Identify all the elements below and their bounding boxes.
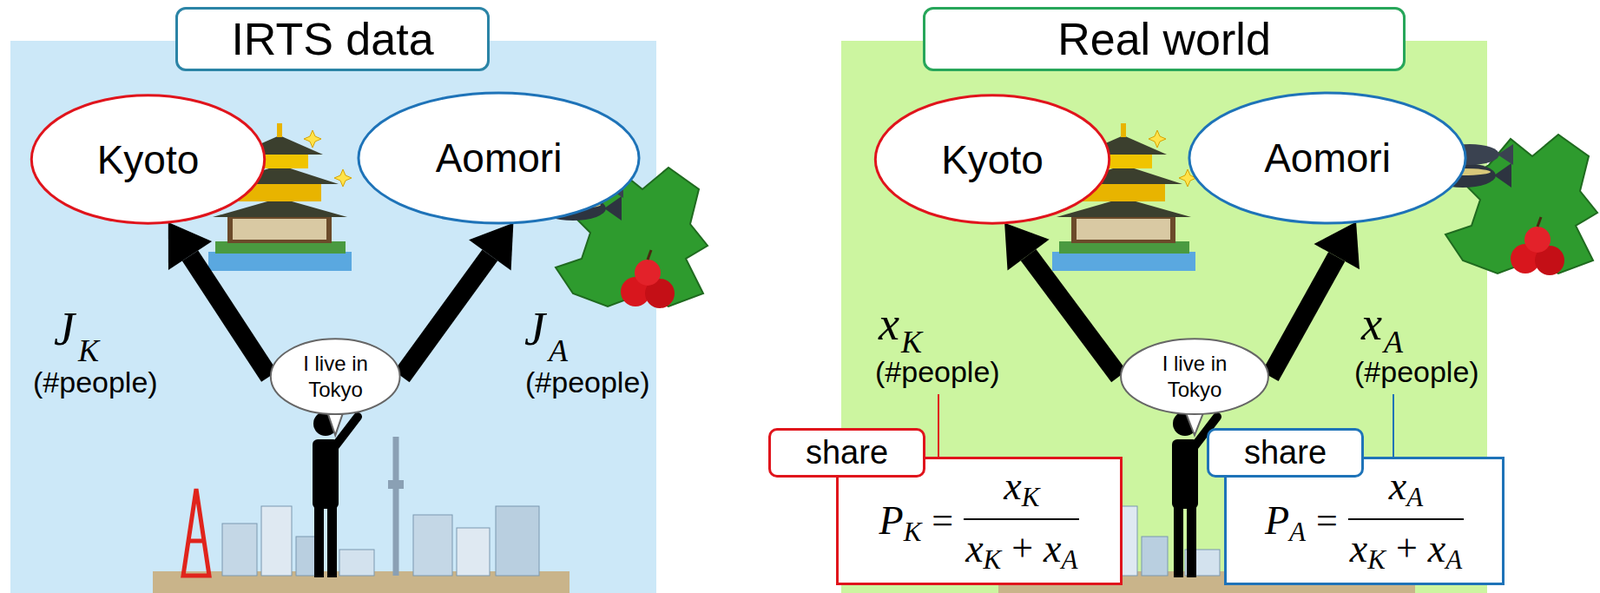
- fraction-bar: [1348, 518, 1464, 521]
- ellipse-shape: [270, 338, 401, 415]
- numerator: xA: [1387, 462, 1425, 517]
- flow-arrow: [1004, 223, 1120, 377]
- speech-bubble: I live in Tokyo: [1119, 336, 1271, 416]
- variable: x: [965, 528, 983, 569]
- variable: P: [879, 500, 904, 541]
- speech-text: I live in Tokyo: [289, 350, 381, 403]
- arrow-shaft: [1028, 255, 1120, 377]
- ellipse-shape: [1189, 92, 1466, 224]
- variable: x: [1428, 528, 1446, 569]
- subscript: A: [1061, 546, 1079, 573]
- share-tab: share: [768, 427, 926, 478]
- flow-symbol: x: [1361, 300, 1383, 348]
- operator: +: [1395, 529, 1418, 568]
- title-box: IRTS data: [175, 6, 490, 72]
- variable: x: [1349, 528, 1368, 569]
- operator: =: [931, 501, 954, 540]
- flow-arrow: [168, 222, 270, 377]
- title-text: IRTS data: [230, 13, 434, 66]
- numerator: xK: [1001, 462, 1041, 517]
- arrow-shaft: [1270, 256, 1337, 377]
- formula: PA=xAxK+xA: [1264, 462, 1464, 580]
- place-ellipse: Kyoto: [28, 92, 268, 227]
- title-text: Real world: [1057, 13, 1271, 66]
- fraction: xAxK+xA: [1348, 462, 1464, 580]
- subscript: K: [1367, 546, 1386, 573]
- leader-line: [1392, 394, 1395, 457]
- operator: =: [1316, 501, 1338, 540]
- fraction: xKxK+xA: [963, 462, 1080, 580]
- arrow-shaft: [401, 255, 491, 377]
- place-name: Kyoto: [97, 136, 200, 184]
- place-ellipse: Aomori: [1185, 89, 1469, 227]
- speech-text: I live in Tokyo: [1149, 350, 1240, 403]
- ellipse-shape: [358, 92, 639, 224]
- flow-arrow: [401, 223, 514, 377]
- subscript: K: [983, 546, 1002, 573]
- formula: PK=xKxK+xA: [879, 462, 1080, 580]
- denominator: xK+xA: [1348, 525, 1464, 580]
- ellipse-shape: [875, 95, 1109, 224]
- bubble-outline: [1119, 336, 1271, 416]
- ellipse-shape: [1120, 338, 1269, 415]
- subscript: K: [901, 326, 922, 358]
- arrow-head: [1314, 221, 1360, 270]
- variable: P: [1264, 500, 1290, 541]
- flow-symbol: J: [524, 305, 546, 353]
- variable: x: [1003, 466, 1021, 507]
- subscript: A: [1445, 546, 1462, 573]
- irts-panel: [10, 40, 657, 593]
- ellipse-shape: [31, 95, 264, 224]
- sparkle: [334, 169, 352, 187]
- tokyo-skyline: [152, 436, 570, 593]
- place-ellipse: Aomori: [355, 89, 643, 227]
- subscript: K: [1021, 483, 1041, 511]
- subscript: K: [78, 335, 99, 367]
- subscript: A: [548, 335, 568, 367]
- place-ellipse: Kyoto: [872, 92, 1113, 227]
- sparkle: [1148, 130, 1166, 148]
- denominator: xK+xA: [963, 525, 1080, 580]
- subscript: A: [1406, 483, 1423, 511]
- sparkle: [303, 130, 322, 148]
- flow-arrow: [1270, 221, 1360, 376]
- subscript: K: [903, 518, 922, 546]
- place-name: Aomori: [1264, 134, 1391, 182]
- flow-symbol: J: [53, 305, 75, 353]
- subscript: A: [1383, 326, 1403, 358]
- unit-label: (#people): [875, 355, 1001, 389]
- share-tab: share: [1206, 427, 1364, 478]
- variable: x: [1389, 466, 1407, 507]
- subscript: A: [1289, 518, 1306, 546]
- fraction-bar: [963, 518, 1080, 521]
- arrow-head: [168, 222, 212, 270]
- place-name: Aomori: [435, 134, 563, 182]
- arrow-head: [1004, 223, 1050, 271]
- tab-label: share: [1244, 434, 1327, 472]
- arrow-shaft: [190, 255, 270, 376]
- unit-label: (#people): [32, 366, 159, 399]
- bubble-outline: [269, 336, 402, 416]
- speech-bubble: I live in Tokyo: [269, 336, 402, 416]
- variable: x: [1043, 528, 1061, 569]
- leader-line: [937, 394, 940, 457]
- arrow-head: [468, 223, 514, 271]
- operator: +: [1011, 529, 1034, 568]
- place-name: Kyoto: [941, 136, 1044, 184]
- flow-symbol: x: [878, 300, 900, 348]
- tab-label: share: [805, 434, 889, 472]
- unit-label: (#people): [1354, 355, 1480, 389]
- title-box: Real world: [922, 6, 1406, 72]
- unit-label: (#people): [525, 366, 651, 399]
